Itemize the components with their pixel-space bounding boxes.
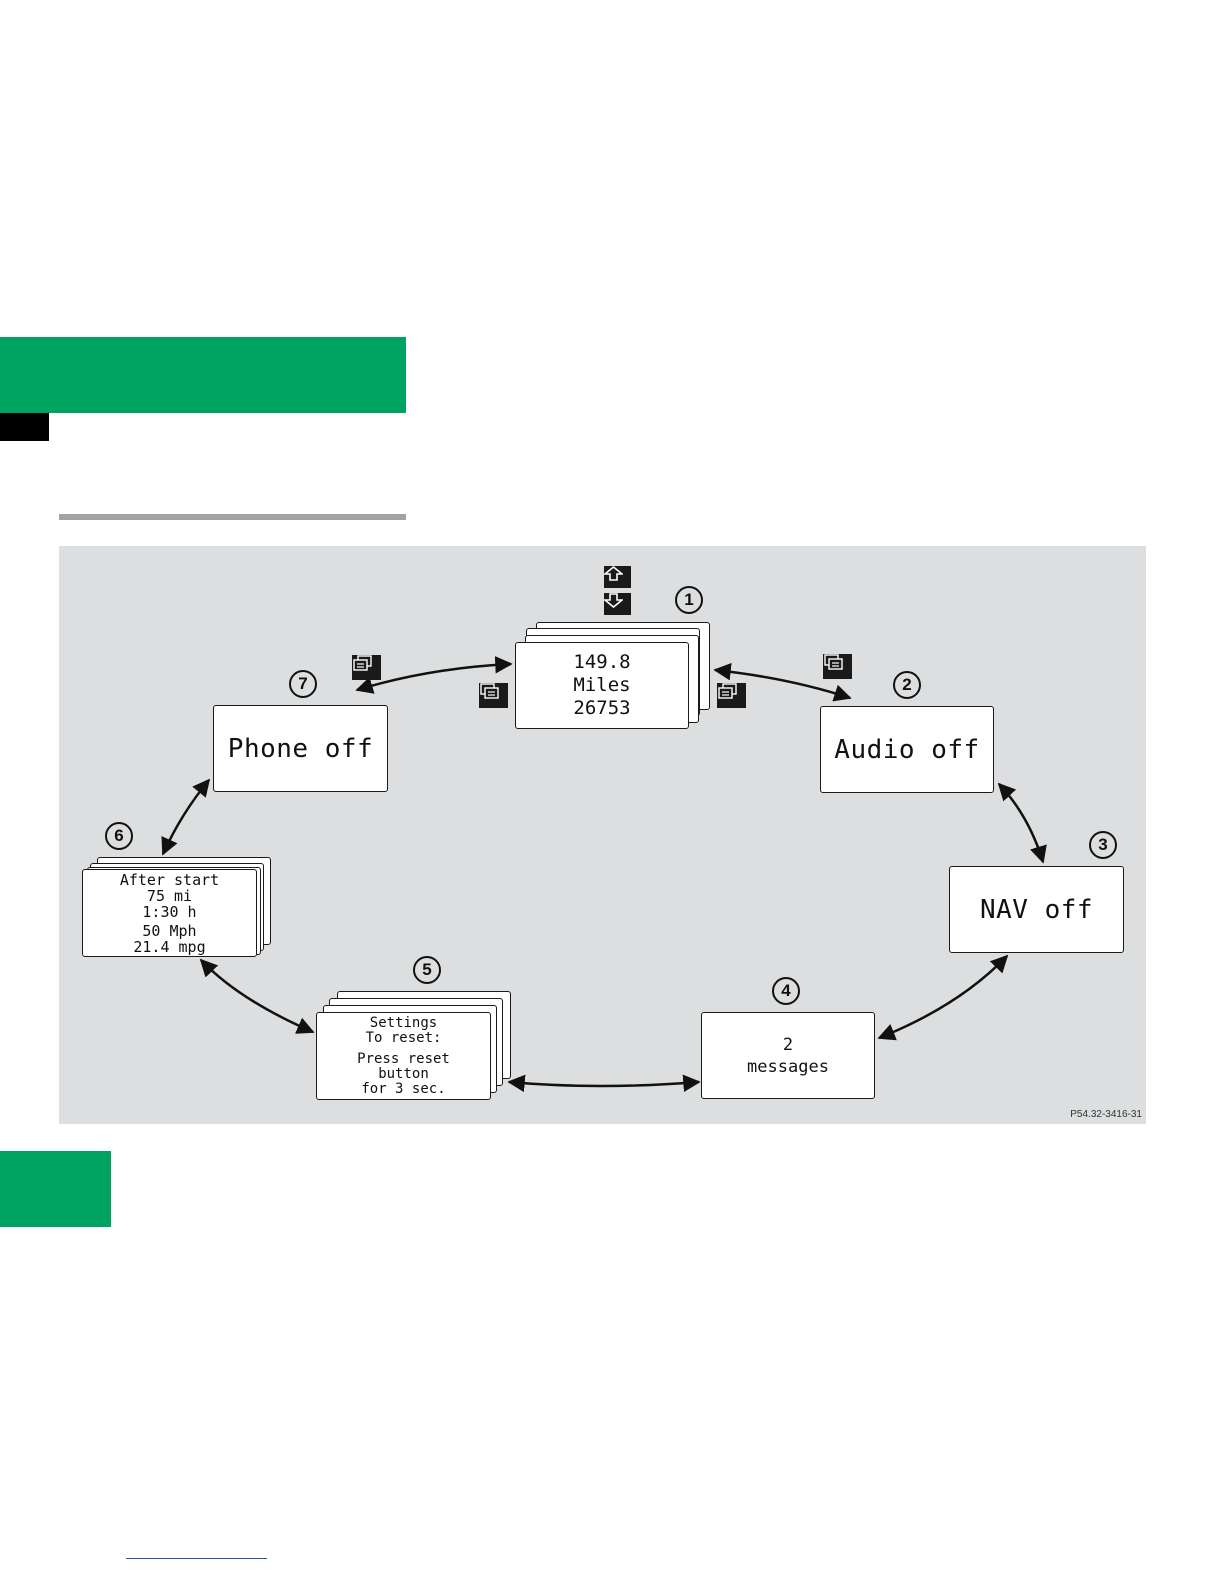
display-4-messages: 2 messages bbox=[701, 1012, 875, 1099]
display-line: To reset: bbox=[366, 1031, 442, 1046]
display-line: 1:30 h bbox=[142, 904, 196, 920]
display-6-after-start: After start 75 mi 1:30 h 50 Mph 21.4 mpg bbox=[82, 869, 257, 957]
display-line: Press reset bbox=[357, 1052, 450, 1067]
callout-5: 5 bbox=[413, 956, 441, 984]
section-rule bbox=[59, 514, 406, 520]
display-5-settings-reset: Settings To reset: Press reset button fo… bbox=[316, 1012, 491, 1100]
display-line: Phone off bbox=[228, 734, 373, 764]
display-line: 2 bbox=[783, 1034, 793, 1056]
previous-display-button-icon bbox=[352, 655, 381, 680]
display-line: Settings bbox=[370, 1016, 437, 1031]
display-7-phone: Phone off bbox=[213, 705, 388, 792]
display-line: messages bbox=[747, 1056, 829, 1078]
display-line: for 3 sec. bbox=[361, 1082, 445, 1097]
display-2-audio: Audio off bbox=[820, 706, 994, 793]
callout-6: 6 bbox=[105, 822, 133, 850]
figure-code: P54.32-3416-31 bbox=[1070, 1109, 1142, 1120]
display-line: 21.4 mpg bbox=[133, 939, 205, 955]
arrow-up-button-icon bbox=[604, 566, 631, 588]
previous-display-button-icon bbox=[717, 683, 746, 708]
display-line: NAV off bbox=[980, 895, 1093, 925]
header-green-bar bbox=[0, 337, 406, 413]
arrow-4-5 bbox=[509, 1082, 699, 1086]
arrow-6-7 bbox=[163, 780, 209, 854]
arrow-3-4 bbox=[879, 956, 1007, 1038]
callout-3: 3 bbox=[1089, 831, 1117, 859]
callout-7: 7 bbox=[289, 670, 317, 698]
side-green-tab bbox=[0, 1151, 111, 1227]
display-line: button bbox=[378, 1067, 429, 1082]
display-line: Miles bbox=[573, 674, 630, 697]
header-black-tab bbox=[0, 413, 49, 441]
next-display-button-icon bbox=[479, 683, 508, 708]
callout-2: 2 bbox=[893, 671, 921, 699]
display-line: 149.8 bbox=[573, 651, 630, 674]
arrow-2-3 bbox=[999, 784, 1043, 862]
display-line: 75 mi bbox=[147, 888, 192, 904]
display-line: After start bbox=[120, 872, 219, 888]
arrow-down-button-icon bbox=[604, 593, 631, 615]
display-line: 26753 bbox=[573, 697, 630, 720]
display-3-navigation: NAV off bbox=[949, 866, 1124, 953]
display-line: 50 Mph bbox=[142, 923, 196, 939]
display-1-trip-odometer: 149.8 Miles 26753 bbox=[515, 642, 689, 729]
callout-4: 4 bbox=[772, 977, 800, 1005]
display-line: Audio off bbox=[834, 735, 979, 765]
callout-1: 1 bbox=[675, 586, 703, 614]
arrow-5-6 bbox=[201, 960, 313, 1032]
display-menu-diagram: 149.8 Miles 26753 1 Audio off 2 NAV off … bbox=[59, 546, 1146, 1124]
footer-link-line bbox=[126, 1558, 267, 1559]
next-display-button-icon bbox=[823, 654, 852, 679]
